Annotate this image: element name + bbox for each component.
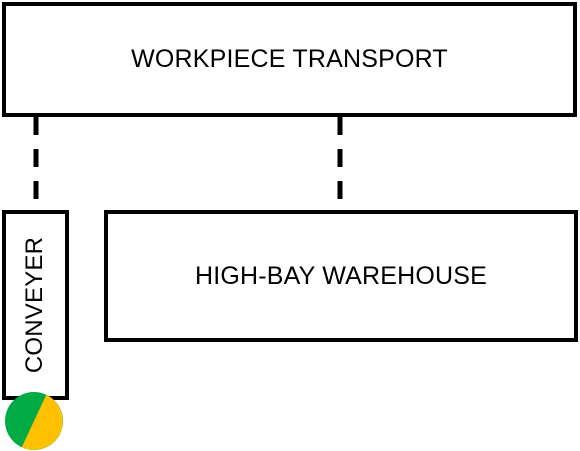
- high-bay-warehouse-box[interactable]: HIGH-BAY WAREHOUSE: [104, 210, 578, 342]
- conveyer-label: CONVEYER: [21, 236, 49, 374]
- conveyer-box[interactable]: CONVEYER: [2, 210, 69, 400]
- workpiece-transport-label: WORKPIECE TRANSPORT: [131, 45, 448, 73]
- workpiece-transport-box[interactable]: WORKPIECE TRANSPORT: [2, 2, 577, 117]
- high-bay-warehouse-label: HIGH-BAY WAREHOUSE: [194, 261, 488, 290]
